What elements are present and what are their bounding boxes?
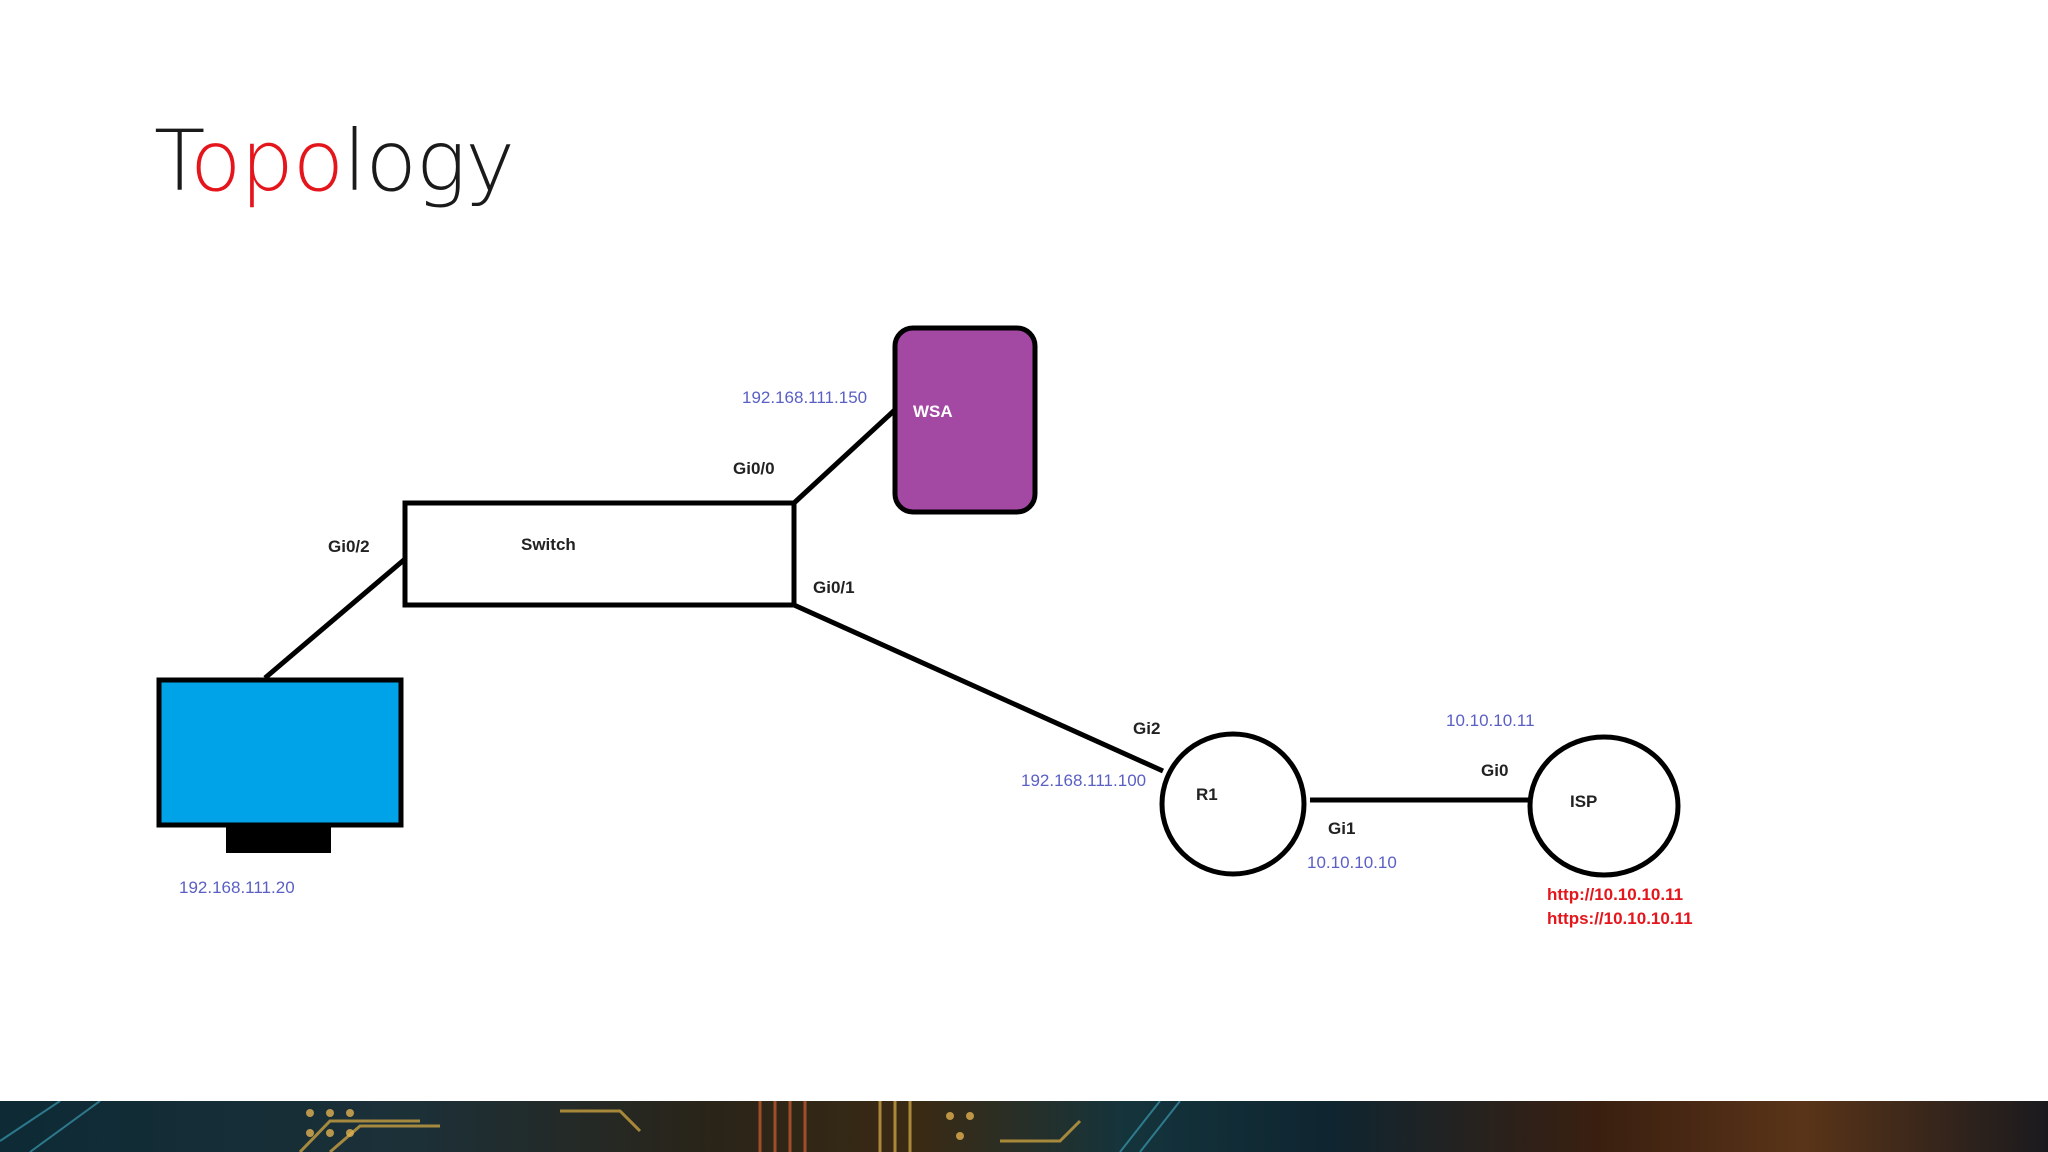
switch-box[interactable]: [402, 500, 797, 608]
link-pc-switch: [263, 557, 407, 680]
port-label-gi1: Gi1: [1328, 819, 1355, 838]
port-label-gi0: Gi0: [1481, 761, 1508, 780]
ip-label-wsa: 192.168.111.150: [742, 388, 867, 407]
port-label-gi0-2: Gi0/2: [328, 537, 370, 556]
footer-decorative-banner: [0, 1101, 2048, 1152]
switch-label: Switch: [521, 535, 576, 554]
url-https: https://10.10.10.11: [1547, 909, 1693, 928]
isp-node[interactable]: [1527, 734, 1681, 878]
circuit-board-image: [0, 1101, 2048, 1152]
ip-label-pc: 192.168.111.20: [179, 878, 295, 897]
port-label-gi0-0: Gi0/0: [733, 459, 775, 478]
page-title: Topology: [154, 112, 515, 210]
topology-diagram: Switch WSA R1 ISP Gi0/0 Gi0/1 Gi0/2 Gi2 …: [156, 325, 1693, 928]
pc-stand: [226, 826, 331, 853]
isp-label: ISP: [1570, 792, 1597, 811]
link-switch-r1: [792, 602, 1165, 774]
url-http: http://10.10.10.11: [1547, 885, 1683, 904]
r1-node[interactable]: [1159, 731, 1307, 877]
title-part-accent: opo: [190, 112, 344, 210]
port-label-gi2: Gi2: [1133, 719, 1160, 738]
link-switch-wsa: [792, 405, 900, 505]
r1-label: R1: [1196, 785, 1218, 804]
wsa-box[interactable]: [892, 325, 1038, 515]
wsa-label: WSA: [913, 402, 953, 421]
ip-label-r1-gi2: 192.168.111.100: [1021, 771, 1146, 790]
pc-screen[interactable]: [156, 677, 404, 828]
title-part: logy: [343, 112, 515, 210]
ip-label-isp: 10.10.10.11: [1446, 711, 1535, 730]
ip-label-r1-gi1: 10.10.10.10: [1307, 853, 1397, 872]
title-part: T: [154, 112, 191, 210]
port-label-gi0-1: Gi0/1: [813, 578, 855, 597]
